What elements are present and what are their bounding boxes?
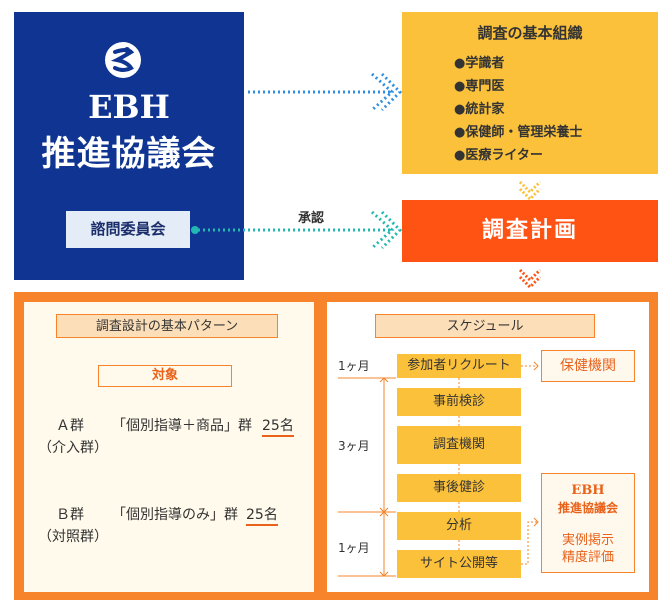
blue-arrow-head — [370, 72, 395, 112]
schedule-title: スケジュール — [375, 314, 595, 338]
ebh-logo-icon — [105, 42, 141, 78]
approval-label: 承認 — [298, 211, 325, 226]
group-a-type: （介入群） — [38, 440, 108, 456]
down-arrow — [518, 268, 542, 283]
schedule-step: 事後健診 — [397, 474, 521, 502]
team-member: ●医療ライター — [454, 148, 543, 163]
ebh-side-box — [541, 473, 635, 573]
team-member: ●学識者 — [454, 56, 505, 71]
group-b-count: 25名 — [246, 504, 278, 526]
group-b-name: Ｂ群 — [56, 507, 84, 523]
ebh-side-subtitle: 推進協議会 — [557, 501, 618, 515]
group-a-count: 25名 — [262, 415, 294, 437]
teal-arrow-head — [380, 210, 403, 250]
team-member: ●専門医 — [454, 79, 505, 94]
group-a-desc: 「個別指導＋商品」群 — [112, 418, 252, 434]
down-arrow — [518, 187, 542, 202]
research-team-box — [402, 12, 658, 174]
team-member: ●統計家 — [454, 102, 505, 117]
teal-arrow-head — [370, 210, 395, 250]
schedule-step: 調査機関 — [397, 426, 521, 464]
research-team-title: 調査の基本組織 — [477, 24, 583, 42]
schedule-step: 分析 — [397, 512, 521, 540]
group-a-name: Ａ群 — [56, 418, 84, 434]
group-b-desc: 「個別指導のみ」群 — [112, 507, 238, 523]
month-label: 1ヶ月 — [338, 541, 370, 555]
teal-arrow-start — [191, 226, 199, 234]
ebh-side-note: 実例掲示 精度評価 — [541, 532, 635, 566]
month-label: 1ヶ月 — [338, 359, 370, 373]
group-b-type: （対照群） — [38, 529, 108, 545]
down-arrow — [518, 275, 542, 290]
blue-arrow-head — [380, 72, 403, 112]
schedule-step: 参加者リクルート — [397, 354, 521, 378]
health-org-box: 保健機関 — [541, 350, 635, 382]
design-panel — [24, 302, 314, 592]
ebh-side-title: EBH — [571, 483, 605, 498]
ebh-note-line: 実例掲示 — [561, 533, 614, 548]
research-plan-box: 調査計画 — [402, 200, 658, 262]
ebh-subtitle: 推進協議会 — [41, 134, 217, 174]
ebh-title: EBH — [88, 88, 170, 126]
down-arrow — [518, 180, 542, 195]
ebh-note-line: 精度評価 — [561, 550, 614, 565]
design-panel-title: 調査設計の基本パターン — [56, 314, 278, 338]
target-label: 対象 — [98, 365, 232, 387]
month-label: 3ヶ月 — [338, 439, 370, 453]
team-member: ●保健師・管理栄養士 — [454, 125, 583, 140]
schedule-step: 事前検診 — [397, 388, 521, 416]
advisory-committee-label: 諮問委員会 — [66, 211, 190, 248]
schedule-step: サイト公開等 — [397, 550, 521, 578]
